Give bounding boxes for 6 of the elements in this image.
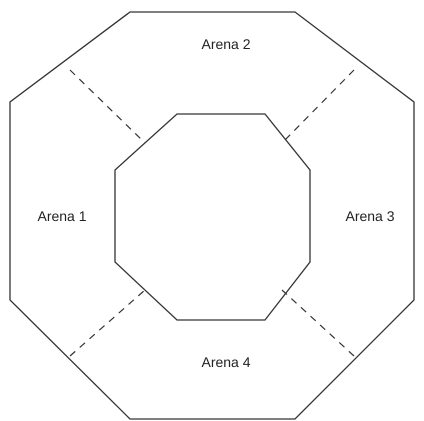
octagon-shape bbox=[10, 12, 414, 419]
octagon-shape bbox=[115, 114, 310, 320]
area-label: Arena 3 bbox=[345, 208, 395, 224]
area-label: Arena 2 bbox=[201, 36, 251, 52]
area-label: Arena 4 bbox=[201, 354, 251, 370]
area-label: Arena 1 bbox=[37, 208, 87, 224]
